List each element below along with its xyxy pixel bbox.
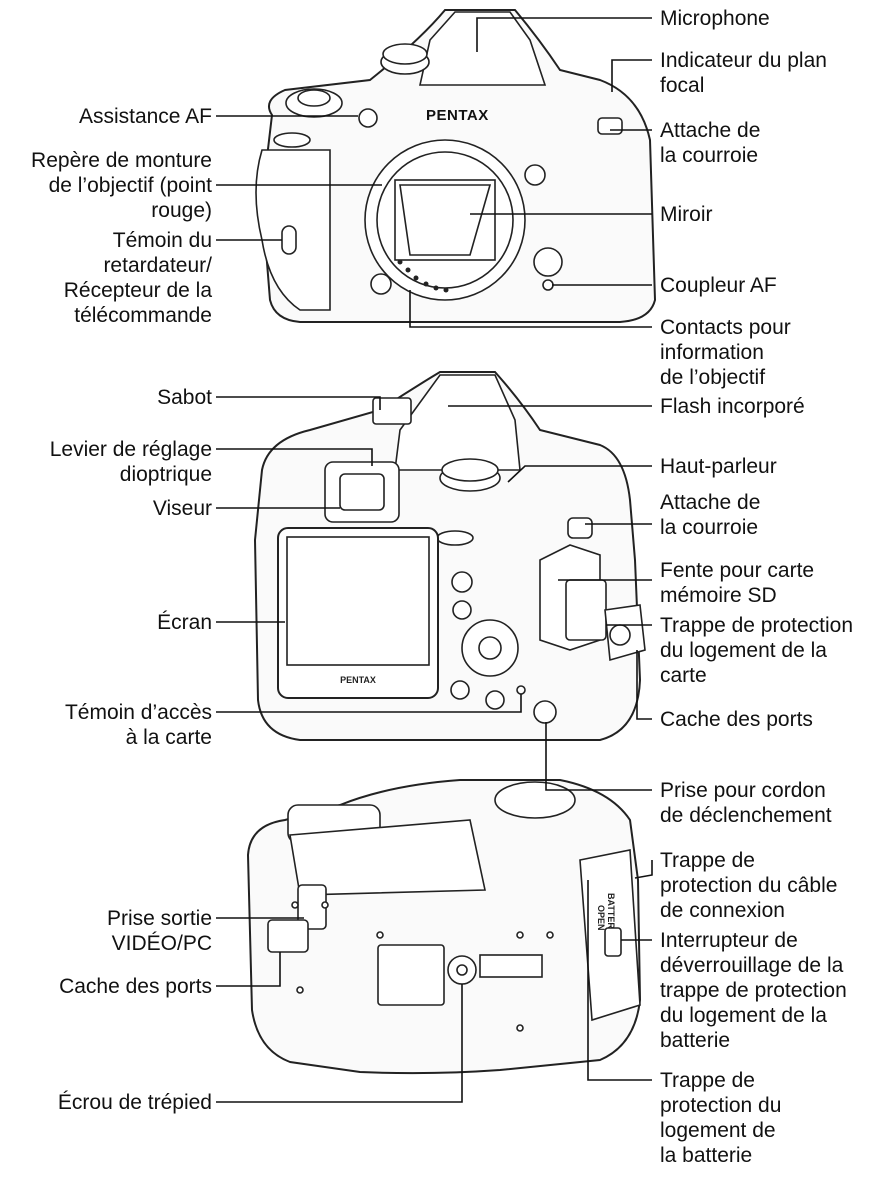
label-strap-lug-front: Attache de la courroie xyxy=(660,119,761,167)
label-battery-cover: Trappe de protection du logement de la b… xyxy=(660,1069,782,1167)
label-monitor: Écran xyxy=(157,611,212,634)
label-battery-cover-unlock: Interrupteur de déverrouillage de la tra… xyxy=(660,929,847,1052)
camera-bottom-view: BATTERY OPEN xyxy=(246,779,642,1075)
label-viewfinder: Viseur xyxy=(152,497,212,520)
label-af-assist: Assistance AF xyxy=(78,105,212,128)
back-brand-logo: PENTAX xyxy=(340,675,376,685)
label-terminal-cover-bottom: Cache des ports xyxy=(59,975,212,998)
label-diopter-lever: Levier de réglage dioptrique xyxy=(49,438,212,486)
label-card-access-lamp: Témoin d’accès à la carte xyxy=(64,701,212,749)
label-speaker: Haut-parleur xyxy=(660,455,777,478)
label-video-pc-terminal: Prise sortie VIDÉO/PC xyxy=(106,907,212,955)
label-mirror: Miroir xyxy=(660,203,713,226)
label-af-coupler: Coupleur AF xyxy=(660,274,777,297)
label-hot-shoe: Sabot xyxy=(157,386,212,409)
label-connection-cable-cover: Trappe de protection du câble de connexi… xyxy=(660,849,838,922)
open-label: OPEN xyxy=(596,905,606,931)
label-lens-contacts: Contacts pour information de l’objectif xyxy=(660,316,791,389)
label-card-cover: Trappe de protection du logement de la c… xyxy=(660,614,854,687)
battery-cover-label: BATTERY xyxy=(606,893,616,935)
label-strap-lug-back: Attache de la courroie xyxy=(660,491,761,539)
label-lens-mount-index: Repère de monture de l’objectif (point r… xyxy=(31,149,212,222)
label-sd-card-slot: Fente pour carte mémoire SD xyxy=(660,559,815,607)
camera-back-view: PENTAX xyxy=(253,371,646,741)
label-microphone: Microphone xyxy=(660,7,770,30)
front-brand-logo: PENTAX xyxy=(426,107,489,124)
label-built-in-flash: Flash incorporé xyxy=(660,395,805,418)
label-self-timer-lamp: Témoin du retardateur/ Récepteur de la t… xyxy=(63,229,212,327)
label-focal-plane-indicator: Indicateur du plan focal xyxy=(660,49,827,97)
label-cable-switch-terminal: Prise pour cordon de déclenchement xyxy=(660,779,832,827)
label-terminal-cover-back: Cache des ports xyxy=(660,708,813,731)
label-tripod-socket: Écrou de trépied xyxy=(57,1091,212,1114)
leader-lines xyxy=(216,17,653,1103)
camera-front-view xyxy=(255,9,657,323)
